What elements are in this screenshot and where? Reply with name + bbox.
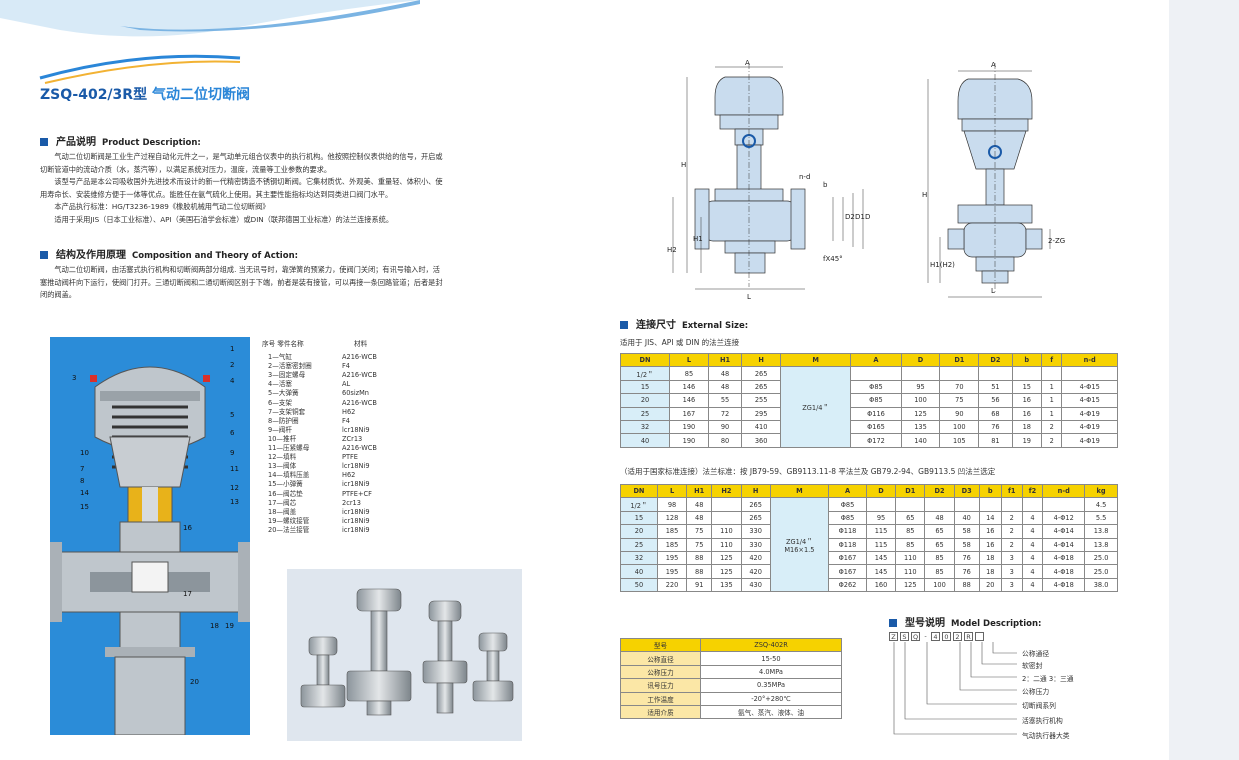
page-title: ZSQ-402/3R型 气动二位切断阀	[40, 84, 250, 104]
model-label-way-type: 2：二通 3：三通	[1022, 675, 1074, 683]
section-bullet-icon	[40, 251, 48, 259]
svg-text:2-ZG: 2-ZG	[1048, 237, 1065, 245]
model-label-soft-seal: 软密封	[1022, 662, 1043, 670]
title-model: ZSQ-402/3R型	[40, 87, 148, 103]
cutaway-drawing	[50, 366, 250, 736]
section-bullet-icon	[620, 321, 628, 329]
product-desc-text: 气动二位切断阀是工业生产过程自动化元件之一，是气动单元组合仪表中的执行机构。他按…	[40, 152, 443, 224]
svg-text:L: L	[991, 287, 995, 295]
model-label-series: 切断阀系列	[1022, 702, 1056, 710]
model-code-leader-lines	[893, 642, 1017, 735]
svg-text:H1(H2): H1(H2)	[930, 261, 955, 269]
svg-text:L: L	[747, 293, 751, 301]
svg-text:A: A	[991, 61, 996, 69]
svg-text:D: D	[865, 213, 870, 221]
svg-text:H: H	[922, 191, 927, 199]
cutaway-callouts: 1 2 3 4 5 6 10 7 8 9 11 12 13 14 15 16 1…	[72, 345, 239, 686]
svg-text:H: H	[681, 161, 686, 169]
svg-text:fX45°: fX45°	[823, 255, 843, 263]
valve-product-photo	[287, 569, 522, 741]
composition-text: 气动二位切断阀，由活塞式执行机构和切断阀两部分组成. 当无讯号时，靠弹簧的预紧力…	[40, 265, 443, 299]
svg-text:n-d: n-d	[799, 173, 810, 181]
drawing-three-way-svg: A H H1(H2) L 2-ZG	[922, 61, 1065, 298]
dimension-drawing-two-way: A H H1 H2 L D D1 D2 b fX45° n-d	[665, 57, 880, 302]
table1-caption: 适用于 JIS、API 或 DIN 的法兰连接	[620, 338, 740, 347]
svg-text:D2: D2	[845, 213, 855, 221]
svg-text:A: A	[745, 59, 750, 67]
svg-text:b: b	[823, 181, 828, 189]
spec-row: 适用介质氨气、蒸汽、液体、油	[620, 704, 842, 720]
svg-text:H2: H2	[667, 246, 677, 254]
spec-row: 工作温度-20°+280℃	[620, 691, 842, 706]
model-label-actuator: 活塞执行机构	[1022, 717, 1063, 725]
header-swoosh	[0, 0, 420, 84]
dimension-drawing-three-way: A H H1(H2) L 2-ZG	[918, 57, 1068, 302]
parts-list-header: 序号 零件名称材料	[262, 340, 368, 348]
page-edge	[1169, 0, 1239, 760]
table2-caption: （适用于国家标准连接）法兰标准：按 JB79-59、GB9113.11-8 平法…	[620, 467, 996, 476]
valve-photo-drawing	[300, 588, 514, 716]
section-bullet-icon	[889, 619, 897, 627]
svg-text:D1: D1	[855, 213, 865, 221]
valve-cutaway-illustration: 1 2 3 4 5 6 10 7 8 9 11 12 13 14 15 16 1…	[50, 337, 250, 736]
model-label-category: 气动执行器大类	[1022, 732, 1070, 740]
model-label-nominal-diameter: 公称通径	[1022, 650, 1050, 658]
drawing-two-way-svg: A H H1 H2 L D D1 D2 b fX45° n-d	[667, 59, 870, 301]
svg-text:H1: H1	[693, 235, 703, 243]
section-bullet-icon	[40, 138, 48, 146]
title-name: 气动二位切断阀	[151, 87, 250, 103]
model-label-pressure: 公称压力	[1022, 688, 1050, 696]
